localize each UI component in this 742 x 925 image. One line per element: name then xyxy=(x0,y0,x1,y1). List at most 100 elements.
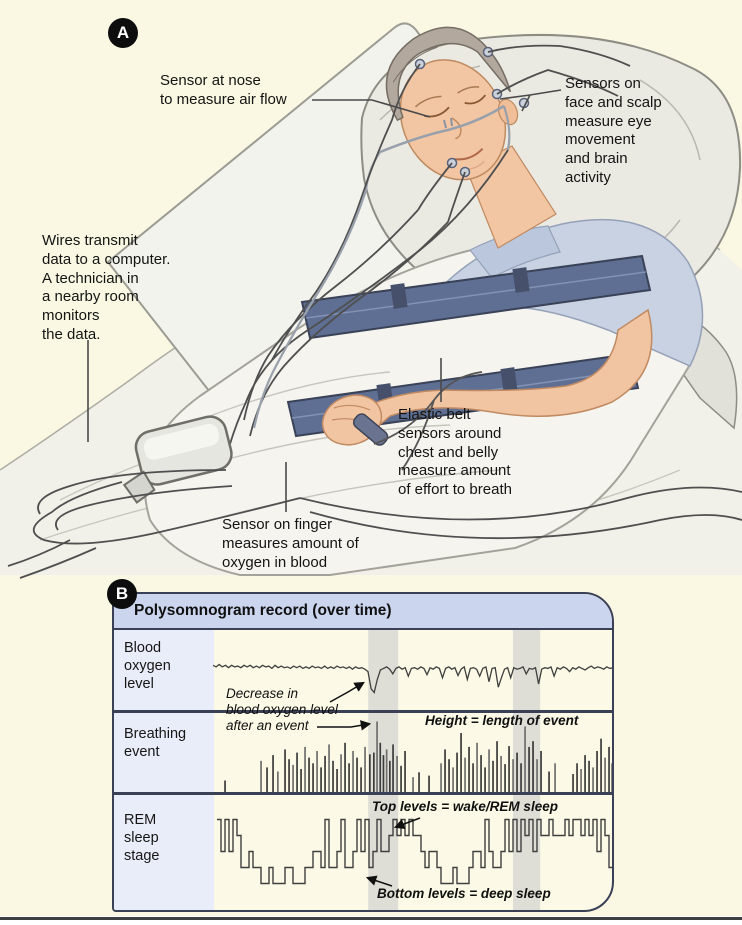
breathing-event-bar xyxy=(340,754,342,792)
polysomnogram-panel: Polysomnogram record (over time) Blood o… xyxy=(112,592,614,912)
annotation-oxygen-decrease: Decrease in blood oxygen level after an … xyxy=(226,686,338,733)
hair xyxy=(385,26,512,122)
label-elastic-belt: Elastic belt sensors around chest and be… xyxy=(398,406,512,498)
breathing-event-bar xyxy=(328,744,330,792)
leader-face-scalp xyxy=(499,89,562,112)
breathing-event-bar xyxy=(536,759,538,792)
breathing-event-bar xyxy=(504,764,506,792)
arrow-to-oxygen-dip xyxy=(329,681,365,703)
breathing-event-bar xyxy=(373,752,375,792)
cannula-tube-to-box xyxy=(252,189,368,429)
breathing-event-bar xyxy=(356,757,358,792)
arrow-to-event-bar xyxy=(317,720,372,731)
breathing-event-bar xyxy=(516,752,518,792)
breathing-event-bar xyxy=(572,774,574,792)
breathing-event-bar xyxy=(304,746,306,792)
breathing-event-bar xyxy=(392,744,394,792)
panel-a-badge: A xyxy=(108,18,138,48)
breathing-event-bar xyxy=(418,772,420,792)
breathing-event-bar xyxy=(608,746,610,792)
blood-oxygen-trace xyxy=(213,663,612,695)
breathing-event-bar xyxy=(352,751,354,792)
rem-stage-trace xyxy=(217,818,612,885)
breathing-event-bar xyxy=(412,777,414,792)
breathing-event-bar xyxy=(524,726,526,792)
breathing-event-bar xyxy=(400,765,402,792)
finger-sensor-wire xyxy=(373,371,483,471)
row-label-blood-oxygen: Blood oxygen level xyxy=(124,640,171,692)
breathing-event-bar xyxy=(428,775,430,792)
breathing-event-bar xyxy=(548,771,550,792)
breathing-event-bar xyxy=(448,759,450,792)
breathing-event-bar xyxy=(444,749,446,792)
breathing-event-bar xyxy=(480,755,482,792)
breathing-event-bar xyxy=(484,767,486,792)
breathing-event-bar xyxy=(592,767,594,792)
breathing-event-bar xyxy=(272,755,274,792)
breathing-event-bar xyxy=(288,759,290,792)
breathing-event-bar xyxy=(496,741,498,792)
breathing-event-bar xyxy=(376,721,378,792)
breathing-event-bar xyxy=(389,760,391,792)
breathing-event-bar xyxy=(360,767,362,792)
breathing-event-bar xyxy=(508,746,510,792)
breathing-event-bar xyxy=(576,763,578,792)
arrow-top-levels xyxy=(393,817,421,830)
nose xyxy=(451,117,462,140)
breathing-event-bar xyxy=(520,763,522,792)
breathing-event-bar xyxy=(344,742,346,792)
breathing-event-bar xyxy=(266,767,268,792)
row-divider xyxy=(114,792,612,795)
polysomnogram-title: Polysomnogram record (over time) xyxy=(134,602,392,619)
breathing-event-bar xyxy=(604,757,606,792)
bottom-rule xyxy=(0,917,742,920)
leader-nose xyxy=(312,99,431,118)
sleep-study-illustration xyxy=(0,22,742,579)
breathing-event-bar xyxy=(464,757,466,792)
label-finger-sensor: Sensor on finger measures amount of oxyg… xyxy=(222,516,359,571)
breathing-event-bar xyxy=(596,751,598,792)
breathing-event-bar xyxy=(404,751,406,792)
breathing-event-bar xyxy=(292,764,294,792)
breathing-event-bar xyxy=(476,742,478,792)
finger-sensor xyxy=(352,413,389,446)
breathing-event-bar xyxy=(332,760,334,792)
breathing-event-bar xyxy=(296,752,298,792)
breathing-event-bar xyxy=(382,755,385,792)
polysomnogram-header: Polysomnogram record (over time) xyxy=(114,594,612,630)
breathing-event-bar xyxy=(472,763,474,792)
sensor-wires xyxy=(229,44,631,445)
junction-box xyxy=(122,415,233,504)
breathing-event-bar xyxy=(584,755,586,792)
breathing-event-bar xyxy=(224,780,226,792)
wire-loops xyxy=(7,469,742,579)
leader-lines xyxy=(87,89,562,512)
breathing-event-bar xyxy=(500,755,502,792)
breathing-event-bar xyxy=(452,767,454,792)
breathing-event-bar xyxy=(532,741,534,792)
arrow-bottom-levels xyxy=(365,875,393,887)
breathing-event-bar xyxy=(588,760,590,792)
breathing-event-bar xyxy=(260,760,262,792)
breathing-event-bar xyxy=(308,757,310,792)
breathing-event-bar xyxy=(369,754,371,792)
breathing-event-bar xyxy=(324,755,326,792)
label-nose-sensor: Sensor at nose to measure air flow xyxy=(160,72,287,108)
mouth xyxy=(454,148,484,161)
patient-head xyxy=(385,26,512,181)
breathing-event-bar xyxy=(440,763,442,792)
breathing-event-bar xyxy=(512,759,514,792)
polysomnogram-traces xyxy=(213,630,612,910)
breathing-event-bar xyxy=(379,742,382,792)
label-wires-computer: Wires transmit data to a computer. A tec… xyxy=(42,232,171,343)
row-divider xyxy=(114,710,612,713)
breathing-event-bar xyxy=(611,763,612,792)
breathing-event-bar xyxy=(385,749,388,792)
annotation-height: Height = length of event xyxy=(425,713,579,728)
breathing-event-bar xyxy=(488,749,490,792)
breathing-event-bar xyxy=(554,763,556,792)
breathing-event-bar xyxy=(580,769,582,792)
breathing-event-bar xyxy=(528,746,530,792)
row-label-rem-sleep-stage: REM sleep stage xyxy=(124,812,160,864)
